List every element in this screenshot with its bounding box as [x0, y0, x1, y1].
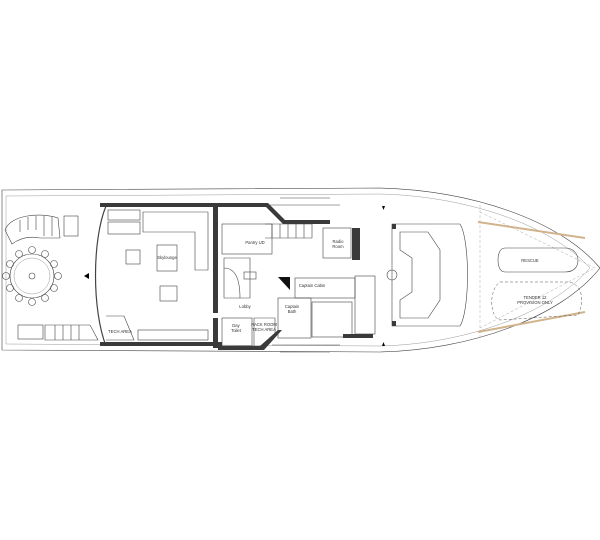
room-label-pantry: Pantry UD — [245, 240, 264, 245]
pillar — [392, 224, 396, 229]
guide-lines — [479, 205, 596, 340]
armchair — [125, 249, 141, 265]
room-label-rack-room: RACK ROOM — [251, 322, 277, 327]
bar-cabinet — [107, 209, 141, 221]
captain-wardrobe — [354, 275, 376, 335]
wall-lobby — [213, 318, 218, 348]
room-label-captain-cabin: Captain Cabin — [299, 283, 326, 288]
hull-outline — [1, 187, 600, 353]
captain-bath-room — [277, 297, 312, 339]
bar-counter — [107, 221, 141, 235]
spiral-stair — [223, 257, 251, 299]
wall-partition — [213, 203, 218, 313]
door-arrows — [382, 206, 385, 346]
radio-room — [322, 227, 352, 259]
aft-locker — [63, 215, 79, 237]
helm-console — [399, 231, 441, 319]
deck-trim-bottom — [477, 311, 586, 333]
label-tender-2: PROVISION ONLY — [517, 300, 553, 305]
wall-pantry — [218, 203, 330, 224]
room-label-captain-bath-2: Bath — [288, 309, 297, 314]
wall-top — [100, 203, 222, 207]
stair-forward — [265, 223, 313, 239]
aft-stair-top — [4, 214, 61, 245]
captain-cabin-room — [294, 277, 356, 299]
skylounge-walls — [94, 205, 107, 347]
wall-rack — [218, 330, 282, 350]
sofa — [142, 211, 209, 271]
bench — [137, 329, 209, 341]
dining-table — [2, 246, 62, 306]
captain-bed — [311, 301, 353, 338]
room-label-lobby: Lobby — [239, 304, 251, 309]
room-label-tech-area: TECH AREA — [108, 329, 132, 334]
stair-down-marker — [278, 277, 290, 290]
label-rescue: RESCUE — [521, 258, 539, 263]
room-label-captain-bath: Captain — [285, 304, 300, 309]
label-tender: TENDER 12 — [523, 295, 547, 300]
pantry-room — [221, 223, 273, 255]
helm-chair — [386, 269, 398, 281]
hull-inner-line — [5, 193, 591, 347]
room-label-day-toilet-2: Toilet — [231, 328, 242, 333]
room-label-skylounge: Skylounge — [157, 255, 177, 260]
room-label-rack-room-2: TECH AREA — [252, 327, 276, 332]
tender-outline — [491, 281, 582, 321]
side-decks — [270, 197, 340, 353]
aft-stair-bottom — [44, 324, 99, 341]
room-label-radio-room-2: Room — [332, 244, 344, 249]
door-arrow — [84, 273, 89, 279]
armchair — [159, 285, 178, 302]
room-label-day-toilet: Day — [232, 323, 240, 328]
wall-captain — [343, 334, 373, 338]
aft-bench — [17, 324, 44, 340]
wall-radio — [352, 228, 360, 260]
room-label-radio-room: Radio — [333, 239, 345, 244]
coffee-table — [156, 244, 178, 272]
rescue-boat — [497, 247, 579, 273]
wall-bottom — [100, 342, 222, 346]
wheelhouse — [391, 223, 468, 327]
lift — [243, 271, 257, 280]
deck-trim-top — [477, 221, 586, 239]
pillar — [392, 321, 396, 326]
tech-area-room — [106, 315, 135, 341]
